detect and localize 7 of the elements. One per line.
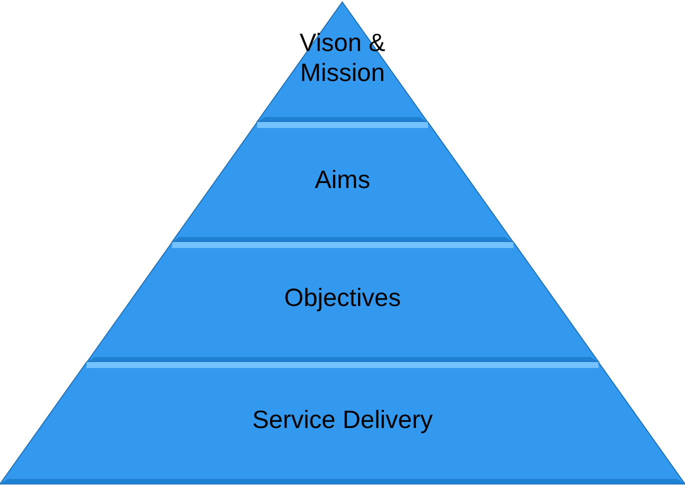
tier-label: Objectives xyxy=(283,283,402,313)
pyramid-tier xyxy=(0,362,685,484)
pyramid-tier xyxy=(86,242,598,362)
pyramid-tier xyxy=(172,122,514,242)
pyramid-apex xyxy=(257,2,428,122)
tier-label: Service Delivery xyxy=(251,405,434,435)
tier-label: Aims xyxy=(314,165,372,195)
